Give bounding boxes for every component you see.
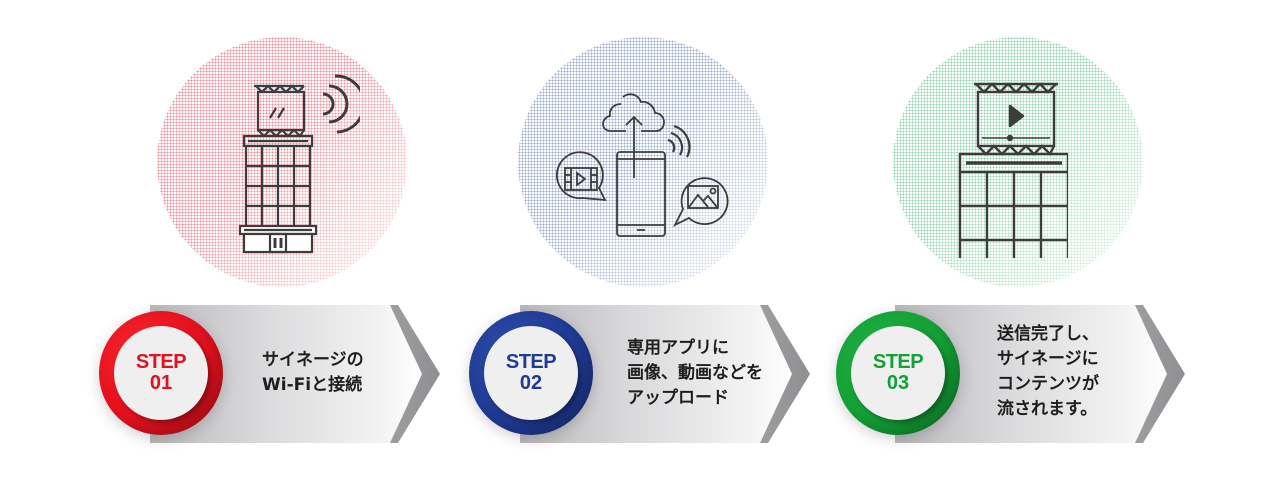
halftone-dots xyxy=(518,37,768,287)
badge-inner: STEP 01 xyxy=(114,326,208,420)
smartphone-icon xyxy=(616,151,666,237)
badge-inner: STEP 03 xyxy=(851,326,945,420)
step1-arrow xyxy=(150,305,450,443)
step2-badge: STEP 02 xyxy=(469,311,593,435)
description-line: コンテンツが xyxy=(997,374,1099,394)
step1-badge: STEP 01 xyxy=(99,311,223,435)
step3-badge: STEP 03 xyxy=(836,311,960,435)
step2-halo xyxy=(518,37,768,287)
step-number: 03 xyxy=(886,372,910,394)
step-number: 01 xyxy=(149,372,173,394)
description-line: 流されます。 xyxy=(997,399,1098,419)
step3-description: 送信完了し、 サイネージに コンテンツが 流されます。 xyxy=(997,322,1099,422)
step3-arrow xyxy=(895,305,1195,443)
step-label: STEP xyxy=(872,351,924,373)
step-label: STEP xyxy=(505,351,557,373)
description-line: アップロード xyxy=(627,388,729,408)
video-bubble-icon xyxy=(555,151,607,202)
building-video-signage-icon xyxy=(958,82,1068,262)
smartphone-cloud-upload-icon xyxy=(543,80,743,240)
step-number: 02 xyxy=(519,372,543,394)
step2-arrow xyxy=(520,305,820,443)
description-line: サイネージに xyxy=(997,349,1099,369)
description-line: 専用アプリに xyxy=(627,338,729,358)
cloud-icon xyxy=(602,103,626,132)
step-label: STEP xyxy=(135,351,187,373)
description-line: 画像、動画などを xyxy=(627,363,763,383)
description-line: 送信完了し、 xyxy=(997,324,1099,344)
step2-description: 専用アプリに 画像、動画などを アップロード xyxy=(627,336,763,411)
step1-description: サイネージの Wi-Fiと接続 xyxy=(262,348,364,398)
image-bubble-icon xyxy=(672,177,729,228)
description-line: Wi-Fiと接続 xyxy=(262,375,363,395)
badge-inner: STEP 02 xyxy=(484,326,578,420)
building-signage-wifi-icon xyxy=(230,70,360,260)
description-line: サイネージの xyxy=(262,350,364,370)
